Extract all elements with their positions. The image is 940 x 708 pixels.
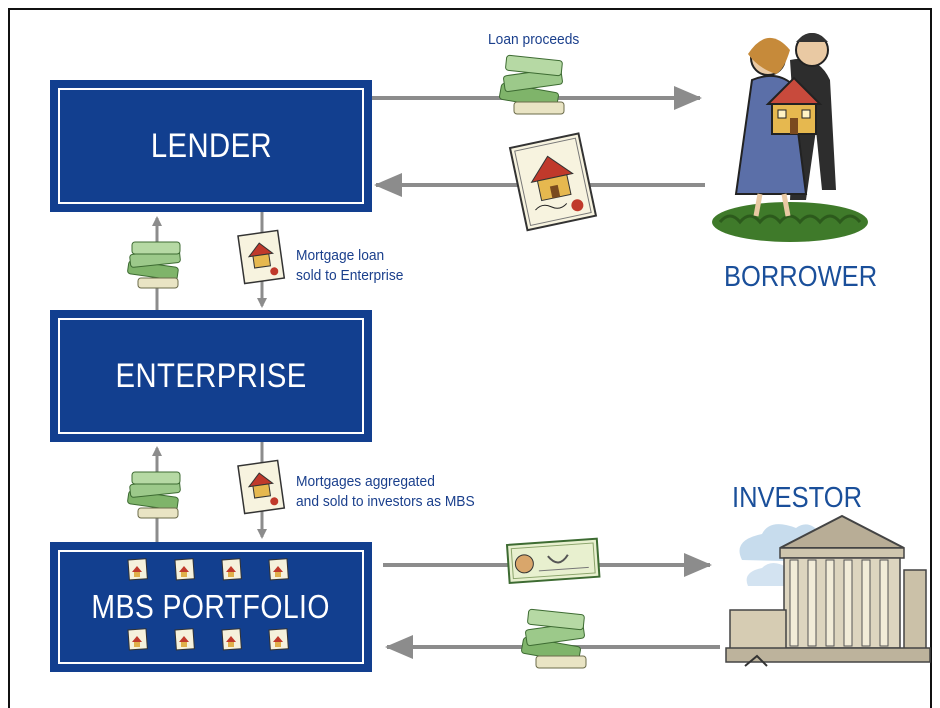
- money-stack-icon: [127, 241, 181, 289]
- money-stack-icon: [521, 608, 587, 669]
- lender-label: LENDER: [150, 126, 272, 165]
- mortgage-sold-note: Mortgage loan sold to Enterprise: [296, 246, 403, 286]
- lender-box: LENDER: [50, 80, 372, 212]
- mortgage-document-icon: [508, 132, 598, 232]
- mbs-portfolio-label: MBS PORTFOLIO: [91, 588, 331, 625]
- mortgage-document-icon: [237, 459, 286, 515]
- mortgage-sold-line1: Mortgage loan: [296, 247, 385, 264]
- borrower-label: BORROWER: [724, 261, 878, 293]
- mortgage-document-icon: [221, 628, 242, 651]
- loan-proceeds-label: Loan proceeds: [488, 31, 580, 48]
- mbs-note-line2: and sold to investors as MBS: [296, 493, 475, 510]
- mortgage-document-icon: [127, 558, 148, 581]
- mortgage-document-icon: [221, 558, 242, 581]
- enterprise-label: ENTERPRISE: [115, 356, 307, 395]
- money-stack-icon: [127, 471, 181, 519]
- mortgage-sold-line2: sold to Enterprise: [296, 267, 404, 284]
- check-icon: [505, 537, 601, 584]
- investor-label: INVESTOR: [732, 482, 862, 514]
- mbs-note: Mortgages aggregated and sold to investo…: [296, 472, 475, 512]
- mortgage-document-icon: [268, 558, 289, 581]
- mortgage-document-icon: [237, 229, 286, 285]
- diagram-frame: [8, 8, 932, 708]
- mortgage-document-icon: [127, 628, 148, 651]
- mortgage-document-icon: [174, 628, 195, 651]
- mortgage-document-icon: [174, 558, 195, 581]
- mbs-portfolio-box: MBS PORTFOLIO: [50, 542, 372, 672]
- money-stack-icon: [499, 54, 565, 115]
- mortgage-document-icon: [268, 628, 289, 651]
- mbs-note-line1: Mortgages aggregated: [296, 473, 435, 490]
- enterprise-box: ENTERPRISE: [50, 310, 372, 442]
